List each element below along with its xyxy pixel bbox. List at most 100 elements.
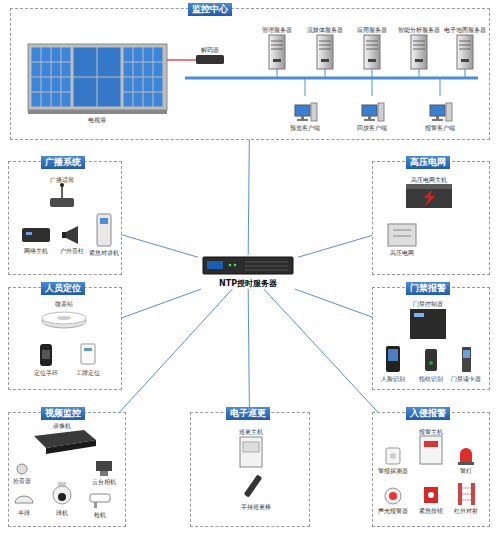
group-title: 门禁报警 (406, 282, 450, 295)
network-wire (305, 78, 306, 96)
broadcast-host-display (26, 232, 32, 235)
connector-line (120, 289, 233, 412)
speed-dome-icon (53, 486, 71, 504)
client-pc-icon (362, 103, 384, 121)
device-label: 云台相机 (92, 478, 116, 485)
alarm-host-panel (424, 441, 438, 447)
bullet-camera-icon (90, 494, 110, 502)
device-label: 电视墙 (88, 116, 106, 123)
group-title: 监控中心 (188, 3, 232, 16)
ptz-camera-icon (96, 461, 112, 471)
network-wire (465, 69, 466, 78)
connector-line (295, 289, 372, 317)
server-icon (269, 35, 285, 69)
device-label: 解码器 (201, 46, 219, 53)
ntp-server: NTP授时服务器 (198, 255, 298, 289)
network-wire (372, 78, 373, 96)
connector-line (122, 235, 198, 257)
speed-dome-mount (58, 482, 66, 486)
ntp-vent (245, 270, 288, 271)
video-wall-frame (28, 44, 167, 110)
hv-host-icon (406, 184, 452, 208)
server-icon (364, 35, 380, 69)
group-title: 人员定位 (41, 282, 85, 295)
speed-dome-lens (58, 493, 66, 501)
network-wire (277, 69, 278, 78)
hv-device-line (393, 230, 411, 231)
connector-line (298, 235, 372, 257)
patrol-host-panel (243, 442, 259, 452)
fingerprint-pad (429, 361, 433, 365)
decoder-icon (196, 55, 224, 64)
device-label: 警灯 (460, 467, 472, 474)
connector-line (122, 289, 201, 318)
device-label: 工牌定位 (76, 369, 100, 376)
siren-light (389, 492, 397, 500)
hv-device-icon (388, 224, 416, 246)
device-label: 应用服务器 (357, 26, 387, 33)
device-label: 紧急按钮 (419, 507, 443, 514)
device-label: 指纹识别 (419, 375, 443, 382)
beam-ray (462, 500, 471, 501)
beam-post (471, 483, 475, 505)
device-label: 报警主机 (419, 428, 443, 435)
connector-line (248, 140, 249, 255)
client-pc-icon (295, 103, 317, 121)
server-icon (457, 35, 473, 69)
ntp-led (234, 264, 237, 267)
device-label: 电子地图服务器 (444, 26, 486, 33)
device-label: 流媒体服务器 (307, 26, 343, 33)
ptz-camera-mount (100, 471, 108, 476)
device-label: 户外音柱 (60, 247, 84, 254)
video-wall-panel (31, 47, 71, 107)
dome-camera-icon (15, 496, 33, 503)
card-reader-icon (462, 347, 471, 372)
group-title: 高压电网 (406, 156, 450, 169)
detector-icon (386, 448, 400, 464)
badge-icon (81, 344, 95, 364)
beam-post (458, 483, 462, 505)
beam-ray (462, 488, 471, 489)
ntp-display (207, 261, 223, 269)
access-controller-icon (410, 309, 446, 339)
base-station-icon (42, 312, 86, 324)
face-terminal-screen (388, 349, 398, 361)
device-label: 紧急对讲机 (89, 249, 119, 256)
ntp-device (203, 257, 293, 274)
device-label: 门禁读卡器 (451, 375, 481, 382)
microphone-head (60, 183, 64, 187)
intercom-icon (97, 214, 111, 246)
network-wire (372, 69, 373, 78)
network-wire (419, 69, 420, 78)
device-label: 巡更主机 (239, 428, 263, 435)
beam-ray (462, 494, 471, 495)
device-label: 拾音器 (13, 477, 31, 484)
device-label: 定位手环 (34, 369, 58, 376)
device-label: 红外对射 (454, 507, 478, 514)
device-label: 报警客户端 (425, 124, 455, 131)
bullet-camera-mount (94, 502, 97, 508)
server-icon (317, 35, 333, 69)
device-label: 手持巡更棒 (241, 503, 271, 510)
ntp-vent (245, 262, 288, 263)
device-label: 球机 (56, 509, 68, 516)
device-label: 声光报警器 (378, 507, 408, 514)
hv-host-top (406, 184, 452, 189)
device-label: 录像机 (53, 422, 71, 429)
device-label: 智能分析服务器 (398, 26, 440, 33)
patrol-wand-icon (244, 474, 263, 497)
device-label: 枪机 (94, 511, 106, 518)
connector-line (264, 289, 378, 412)
device-label: 网络主机 (24, 247, 48, 254)
card-reader-screen (463, 350, 470, 358)
badge-stripe (84, 348, 92, 351)
nvr-icon (46, 440, 96, 454)
video-wall-base (28, 110, 167, 114)
hv-device-line (393, 236, 411, 237)
alarm-host-icon (420, 436, 442, 464)
detector-lens (390, 453, 396, 459)
device-label: 高压电网主机 (411, 176, 447, 183)
device-label: 微基站 (55, 300, 73, 307)
